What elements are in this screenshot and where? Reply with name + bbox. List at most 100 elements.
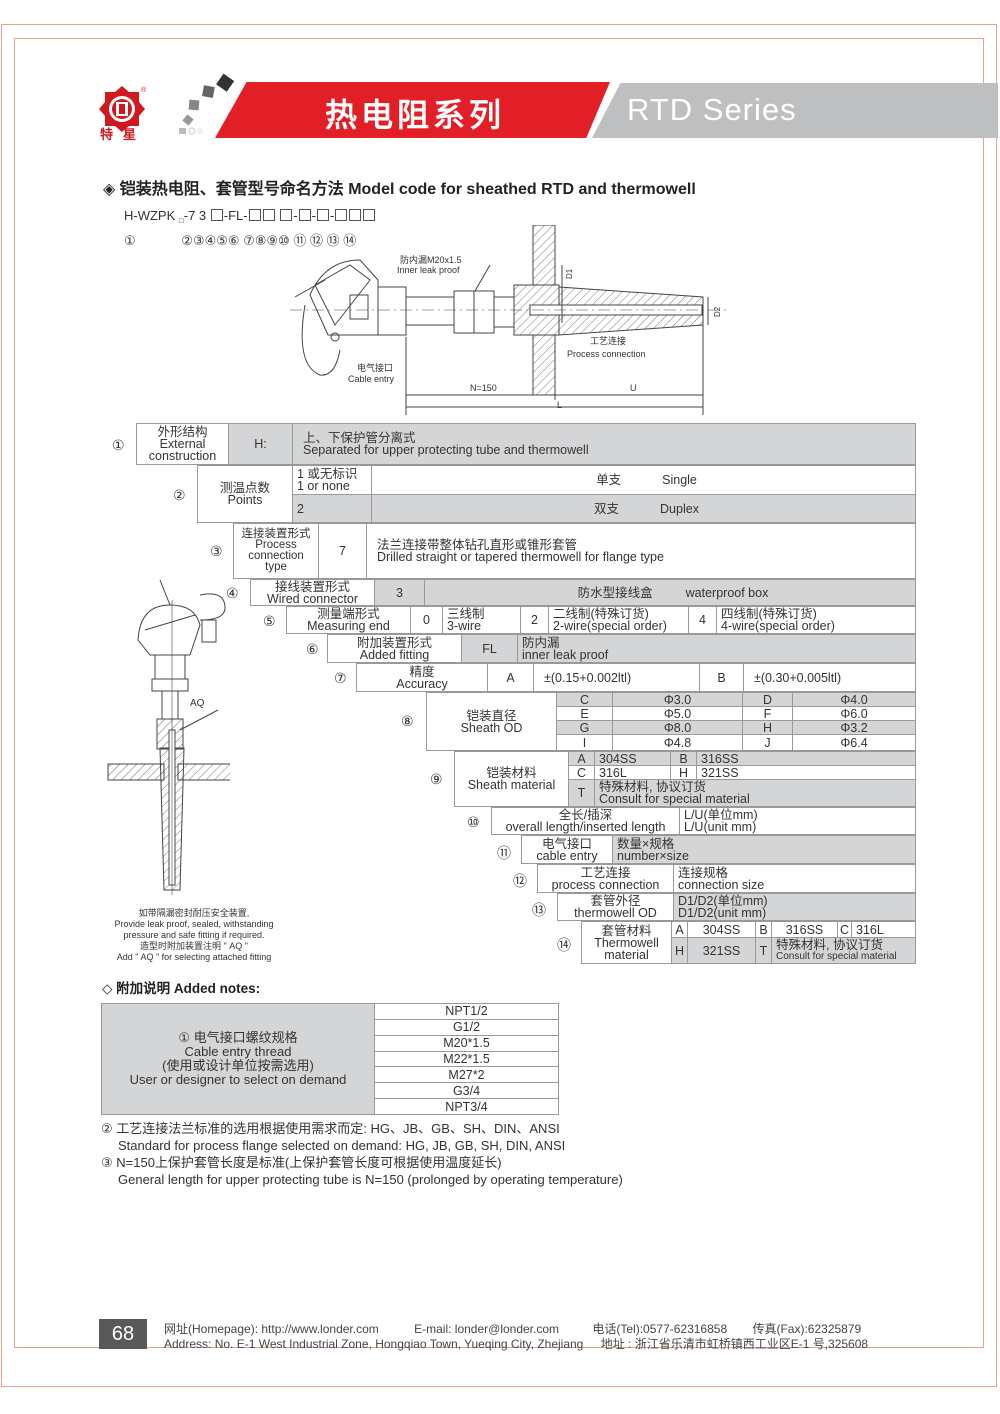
thread-option-value: M27*2 bbox=[448, 1067, 485, 1082]
title-en: RTD Series bbox=[627, 92, 797, 127]
process-connection-cn: 工艺连接 bbox=[590, 335, 626, 346]
code-num-rest: ②③④⑤⑥ ⑦⑧⑨⑩ ⑪ ⑫ ⑬ ⑭ bbox=[181, 233, 357, 248]
thread-option-value: NPT1/2 bbox=[445, 1004, 488, 1019]
footer-address-en: Address: No. E-1 West Industrial Zone, H… bbox=[164, 1337, 584, 1351]
option-code: H bbox=[743, 721, 793, 734]
option-code: 4 bbox=[689, 607, 717, 633]
material-row: A 304SS B 316SS bbox=[569, 752, 915, 766]
thread-option: M20*1.5 bbox=[375, 1036, 558, 1052]
thread-option-value: NPT3/4 bbox=[445, 1099, 488, 1114]
u-dimension-label: U bbox=[630, 383, 637, 393]
row-num-13: ⑬ bbox=[532, 902, 546, 918]
option-value: Φ3.0 bbox=[613, 693, 743, 706]
note-3-en: General length for upper protecting tube… bbox=[118, 1172, 623, 1187]
row-code: H: bbox=[229, 424, 293, 464]
row-num-7: ⑦ bbox=[334, 670, 347, 686]
row-num-11: ⑪ bbox=[497, 845, 511, 861]
footer-email[interactable]: E-mail: londer@londer.com bbox=[414, 1322, 560, 1336]
note-2-en: Standard for process flange selected on … bbox=[118, 1138, 566, 1153]
title-banner-cn: 热电阻系列 bbox=[215, 82, 610, 138]
row-num-5: ⑤ bbox=[263, 613, 276, 629]
page-number: 68 bbox=[99, 1319, 147, 1349]
decorative-squares-icon bbox=[179, 73, 235, 135]
model-code: H-WZPK □-7 3 -FL- --- bbox=[124, 208, 376, 225]
option-code: F bbox=[743, 707, 793, 720]
cable-thread-label: ① 电气接口螺纹规格 Cable entry thread (使用或设计单位按需… bbox=[102, 1004, 375, 1114]
row-num-6: ⑥ bbox=[306, 641, 319, 657]
code-num-first: ① bbox=[124, 233, 136, 248]
model-mid: -7 3 bbox=[183, 208, 207, 223]
option-code: J bbox=[743, 735, 793, 750]
model-prefix: H-WZPK bbox=[124, 208, 176, 223]
n-dimension-label: N=150 bbox=[470, 383, 497, 393]
row-code: FL bbox=[462, 635, 518, 662]
inner-leak-cn: 防内漏M20x1.5 bbox=[400, 254, 462, 265]
option-desc: 二线制(特殊订货)2-wire(special order) bbox=[549, 607, 689, 633]
code-box bbox=[363, 209, 376, 221]
thread-option: M22*1.5 bbox=[375, 1052, 558, 1068]
code-box bbox=[262, 209, 275, 221]
thread-option: G1/2 bbox=[375, 1020, 558, 1036]
row-value: L/U(单位mm)L/U(unit mm) bbox=[684, 808, 758, 834]
code-box bbox=[298, 209, 311, 221]
material-row: A 304SS B 316SS C 316L bbox=[672, 922, 915, 938]
footer-line-2: Address: No. E-1 West Industrial Zone, H… bbox=[164, 1335, 868, 1352]
thread-option: NPT1/2 bbox=[375, 1004, 558, 1020]
material-row: C 316L H 321SS bbox=[569, 766, 915, 780]
row-code: 7 bbox=[319, 524, 367, 578]
option-value: ±(0.15+0.002ltl) bbox=[534, 664, 700, 691]
footer-address-cn: 地址 : 浙江省乐清市虹桥镇西工业区E-1 号,325608 bbox=[600, 1337, 869, 1351]
row-num-10: ⑩ bbox=[467, 814, 480, 830]
side-note-line: Provide leak proof, sealed, withstanding bbox=[114, 919, 274, 929]
inner-leak-en: Inner leak proof bbox=[397, 265, 460, 275]
cable-entry-cn: 电气接口 bbox=[357, 362, 393, 373]
option-value: Φ4.0 bbox=[840, 692, 868, 707]
option-code: G bbox=[557, 721, 613, 734]
footer-homepage[interactable]: 网址(Homepage): http://www.londer.com bbox=[164, 1322, 379, 1336]
notes-title: ◇ 附加说明 Added notes: bbox=[102, 981, 261, 996]
side-note-line: 造型时附加装置注明 " AQ " bbox=[140, 941, 248, 951]
option-value: Φ8.0 bbox=[613, 721, 743, 734]
option-code: B bbox=[700, 664, 744, 691]
model-sub: □ bbox=[178, 216, 184, 225]
side-diagram-note: 如带隔漏密封耐压安全装置, Provide leak proof, sealed… bbox=[96, 908, 292, 963]
option-code: C bbox=[557, 693, 613, 706]
option-code: 0 bbox=[411, 607, 443, 633]
code-box bbox=[280, 209, 293, 221]
sheath-material-options: A 304SS B 316SS C 316L H 321SS T 特殊材料, 协… bbox=[569, 752, 915, 806]
aq-label: AQ bbox=[190, 698, 205, 709]
thread-option: M27*2 bbox=[375, 1067, 558, 1084]
note-3-cn: ③ N=150上保护套管长度是标准(上保护套管长度可根据使用温度延长) bbox=[101, 1155, 502, 1170]
option-code: I bbox=[557, 735, 613, 750]
